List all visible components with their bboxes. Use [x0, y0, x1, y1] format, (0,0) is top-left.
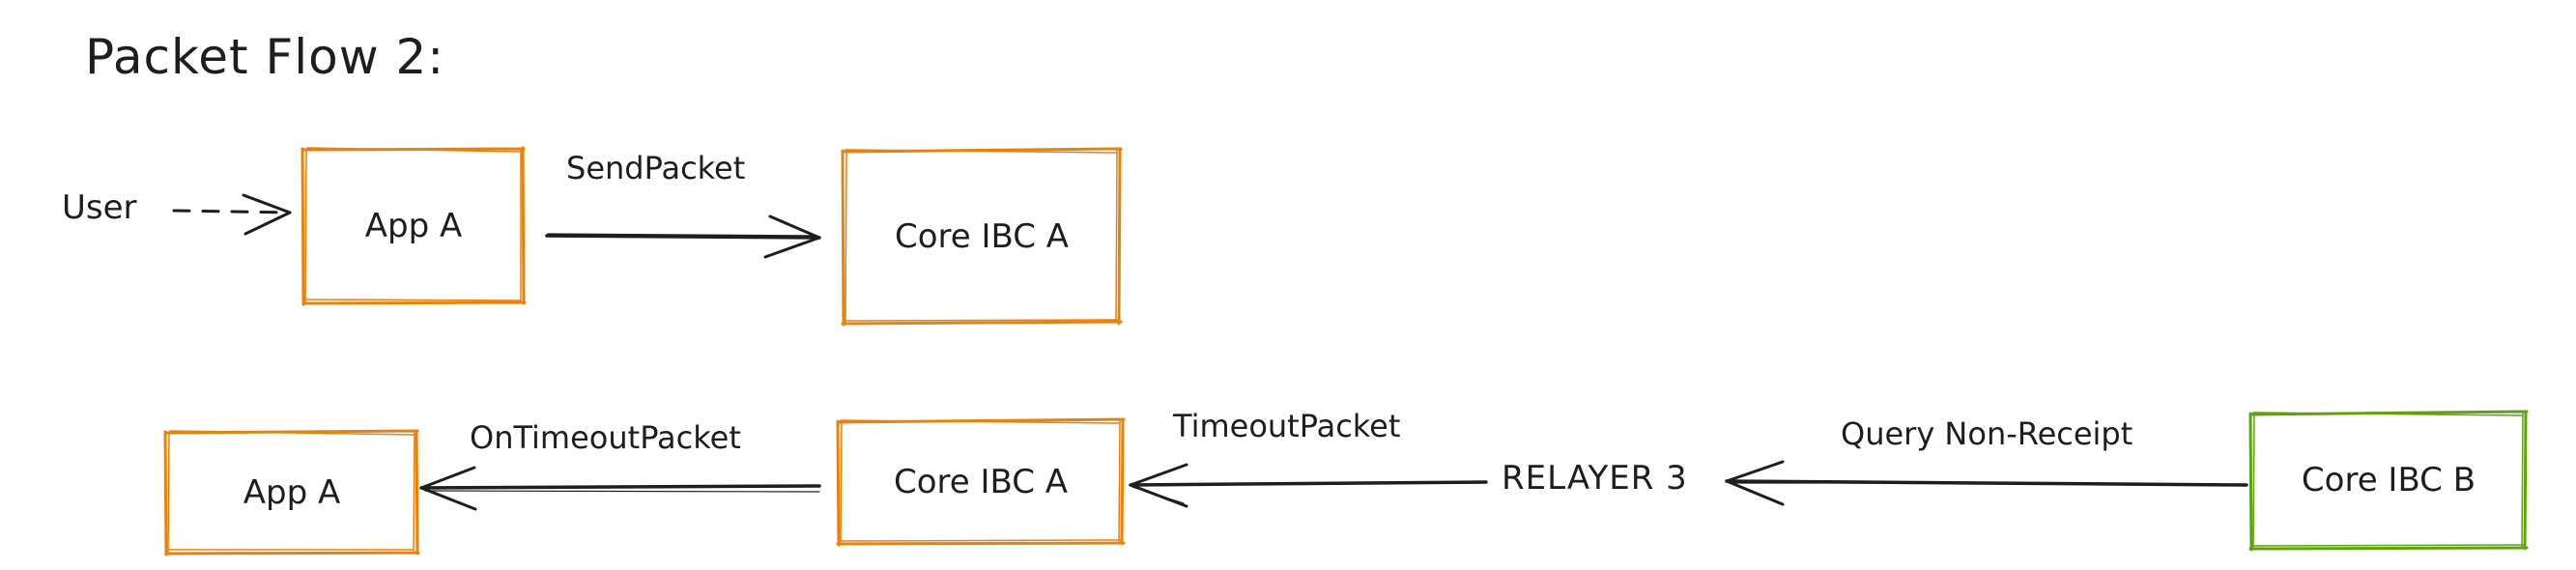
arrowhead-sketch — [1131, 486, 1185, 504]
box-frame — [163, 429, 420, 556]
edge-on-timeout-packet[interactable] — [419, 466, 821, 511]
node-label: App A — [364, 207, 463, 245]
node-core-ibc-b[interactable]: Core IBC B — [2248, 410, 2529, 552]
node-label: App A — [243, 473, 341, 512]
arrowhead-right-icon — [763, 214, 821, 259]
arrowhead-left-icon — [419, 466, 477, 511]
edge-line — [1129, 480, 1488, 487]
edge-label-query-non-receipt: Query Non-Receipt — [1841, 415, 2133, 452]
edge-label-on-timeout-packet: OnTimeoutPacket — [470, 419, 741, 456]
box-frame — [2248, 410, 2529, 552]
arrowhead-left-icon — [1129, 463, 1188, 508]
box-frame — [841, 147, 1123, 327]
arrowhead-right-icon — [242, 193, 292, 236]
node-app-a-top[interactable]: App A — [301, 146, 527, 306]
box-frame — [836, 417, 1126, 547]
node-label: Core IBC A — [893, 463, 1069, 501]
edge-query-non-receipt[interactable] — [1725, 460, 2248, 506]
arrowhead-left-icon — [1725, 460, 1785, 506]
node-label: Core IBC B — [2301, 461, 2476, 499]
node-label: Core IBC A — [894, 217, 1070, 256]
node-core-ibc-a-top[interactable]: Core IBC A — [841, 147, 1123, 327]
node-core-ibc-a-bottom[interactable]: Core IBC A — [836, 417, 1126, 547]
edge-user-to-app-a[interactable] — [172, 193, 292, 236]
box-frame — [301, 146, 527, 306]
dashed-line — [172, 209, 292, 214]
edge-line — [419, 484, 821, 490]
edge-line-sketch — [547, 233, 818, 237]
diagram-title: Packet Flow 2: — [85, 29, 445, 85]
edge-send-packet[interactable] — [545, 214, 821, 259]
node-app-a-bottom[interactable]: App A — [163, 429, 420, 556]
edge-label-send-packet: SendPacket — [566, 150, 746, 186]
edge-timeout-packet[interactable] — [1129, 463, 1488, 508]
edge-line — [545, 234, 821, 240]
edge-line-sketch — [424, 490, 820, 493]
edge-label-timeout-packet: TimeoutPacket — [1173, 408, 1401, 444]
actor-relayer[interactable]: RELAYER 3 — [1502, 459, 1688, 498]
actor-user: User — [62, 188, 137, 227]
